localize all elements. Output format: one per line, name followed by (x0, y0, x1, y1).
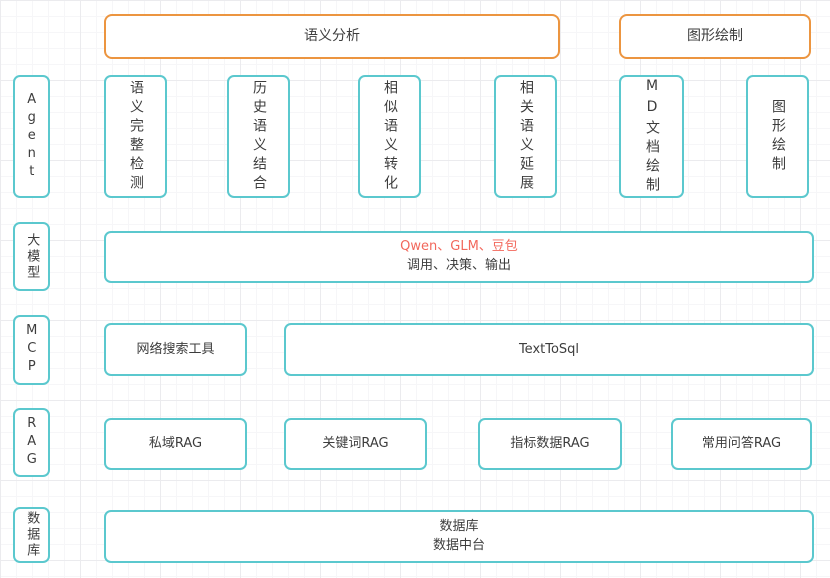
side-label-llm-text: 大模型 (24, 232, 40, 281)
agent-node-md-document-drawing: MD文档绘制 (619, 75, 684, 198)
mcp-node-texttosql: TextToSql (284, 323, 814, 376)
side-label-database-text: 数据库 (24, 511, 40, 559)
database-node-content: 数据库 数据中台 (433, 518, 485, 556)
side-label-rag: RAG (13, 408, 50, 477)
llm-node-content: Qwen、GLM、豆包 调用、决策、输出 (400, 238, 518, 276)
agent-node-label: 相似语义转化 (382, 79, 398, 194)
rag-node-label: 关键词RAG (322, 436, 389, 452)
agent-node-history-semantic-combination: 历史语义结合 (227, 75, 290, 198)
side-label-mcp-text: MCP (24, 323, 40, 377)
rag-node-keyword: 关键词RAG (284, 418, 427, 470)
agent-node-graphic-drawing: 图形绘制 (746, 75, 809, 198)
rag-node-label: 私域RAG (148, 436, 203, 452)
mcp-node-label: TextToSql (518, 341, 580, 357)
side-label-agent-text: Agent (24, 91, 40, 182)
agent-node-label: 图形绘制 (770, 98, 786, 175)
agent-node-semantic-completeness-check: 语义完整检测 (104, 75, 167, 198)
mcp-node-label: 网络搜索工具 (136, 341, 215, 357)
llm-node: Qwen、GLM、豆包 调用、决策、输出 (104, 231, 814, 283)
rag-node-label: 指标数据RAG (510, 436, 590, 452)
header-graphic-drawing-label: 图形绘制 (687, 28, 743, 44)
agent-node-label: 历史语义结合 (251, 79, 267, 194)
agent-node-related-semantic-extension: 相关语义延展 (494, 75, 557, 198)
agent-node-label: 相关语义延展 (518, 79, 534, 194)
llm-actions-text: 调用、决策、输出 (406, 258, 511, 273)
agent-node-label: MD文档绘制 (644, 77, 660, 196)
rag-node-private-domain: 私域RAG (104, 418, 247, 470)
header-graphic-drawing: 图形绘制 (619, 14, 811, 59)
llm-models-text: Qwen、GLM、豆包 (400, 239, 518, 255)
side-label-mcp: MCP (13, 315, 50, 385)
side-label-llm: 大模型 (13, 222, 50, 291)
rag-node-label: 常用问答RAG (701, 436, 782, 452)
rag-node-faq: 常用问答RAG (671, 418, 812, 470)
header-semantic-analysis: 语义分析 (104, 14, 560, 59)
side-label-agent: Agent (13, 75, 50, 198)
database-line2: 数据中台 (432, 537, 485, 553)
rag-node-indicator-data: 指标数据RAG (478, 418, 622, 470)
side-label-database: 数据库 (13, 507, 50, 563)
agent-node-label: 语义完整检测 (128, 79, 144, 194)
side-label-rag-text: RAG (24, 415, 40, 470)
mcp-node-web-search-tool: 网络搜索工具 (104, 323, 247, 376)
database-node: 数据库 数据中台 (104, 510, 814, 563)
agent-node-similar-semantic-conversion: 相似语义转化 (358, 75, 421, 198)
database-line1: 数据库 (439, 518, 479, 534)
header-semantic-analysis-label: 语义分析 (304, 28, 360, 44)
